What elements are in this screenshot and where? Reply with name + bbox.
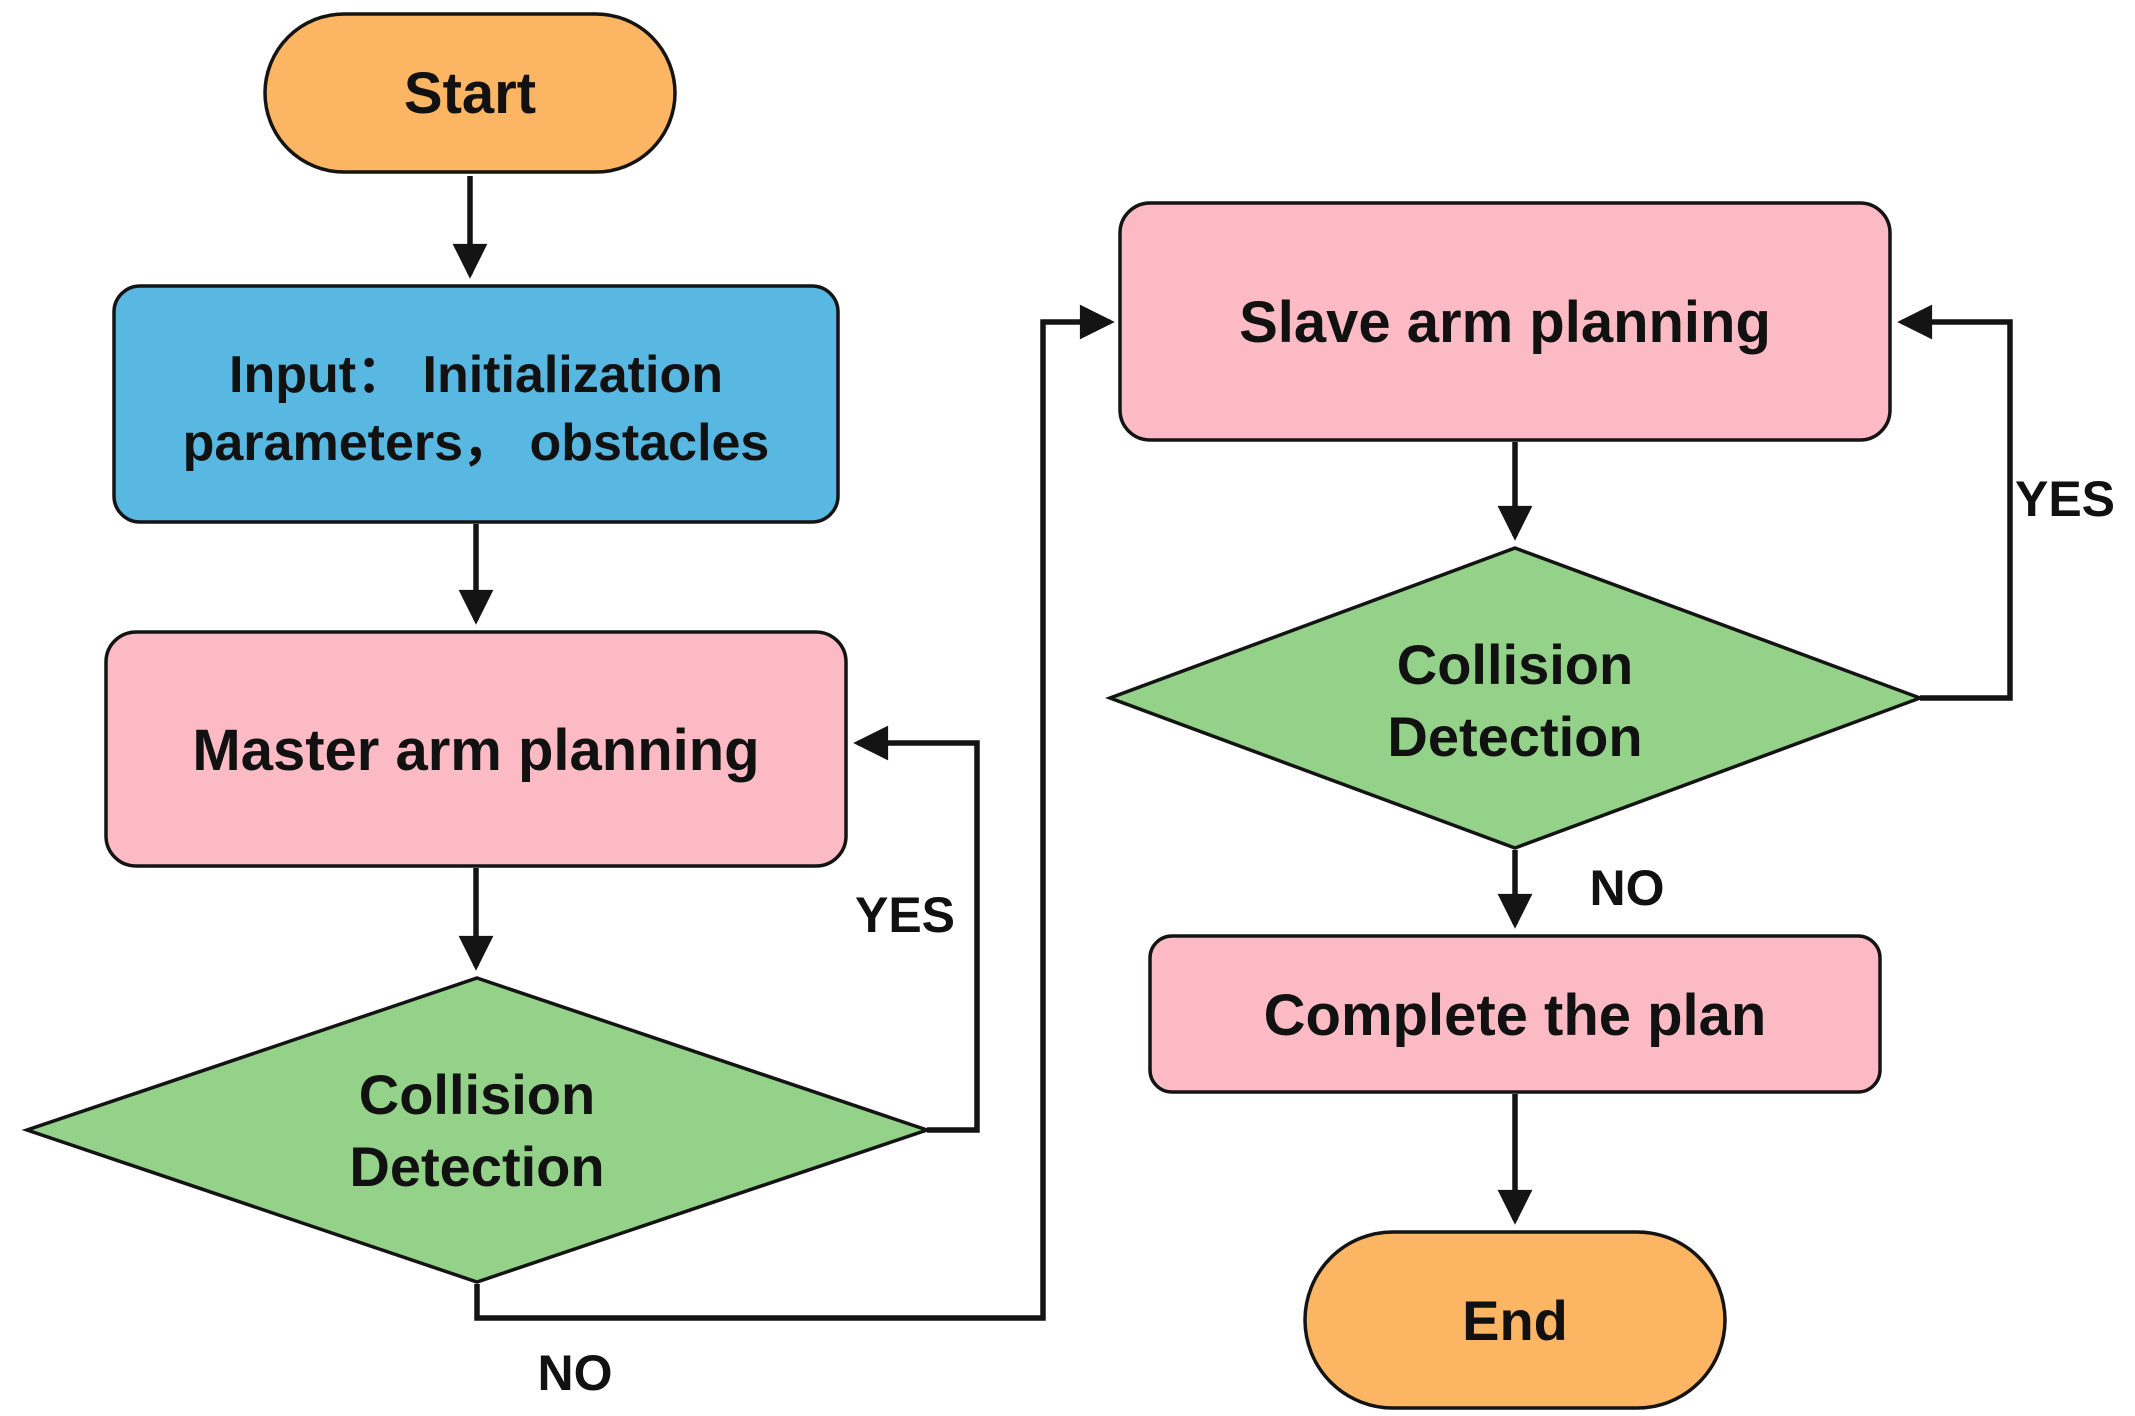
node-master-arm-planning: Master arm planning [104,630,848,868]
edge-collision-master-no-to-slave [474,304,1115,1321]
label-slave-no: NO [1590,860,1665,916]
edge-collision-master-yes-loop [853,725,980,1133]
input-label-line1: Input： Initialization [229,346,723,404]
master-shape [104,630,848,868]
slave-shape [1118,201,1892,442]
node-start: Start [263,12,677,174]
node-input: Input： Initialization parameters， obstac… [112,284,840,524]
complete-label: Complete the plan [1264,983,1767,1048]
label-master-no: NO [538,1345,613,1401]
collision-master-line1: Collision [359,1063,595,1126]
end-label: End [1462,1289,1568,1352]
collision-slave-shape [1104,546,1926,850]
node-end: End [1303,1230,1727,1410]
label-master-yes: YES [855,887,955,943]
slave-label: Slave arm planning [1239,290,1771,355]
end-shape [1303,1230,1727,1410]
complete-shape [1148,934,1882,1094]
label-slave-yes: YES [2015,471,2115,527]
input-shape [112,284,840,524]
node-complete-the-plan: Complete the plan [1148,934,1882,1094]
edges [452,176,2013,1321]
collision-slave-line2: Detection [1387,705,1642,768]
node-collision-detection-master: Collision Detection [21,976,933,1284]
start-shape [263,12,677,174]
collision-master-shape [21,976,933,1284]
node-slave-arm-planning: Slave arm planning [1118,201,1892,442]
collision-slave-line1: Collision [1397,633,1633,696]
collision-master-line2: Detection [349,1135,604,1198]
edge-collision-slave-yes-loop [1897,304,2013,701]
master-label: Master arm planning [192,718,759,783]
edge-labels: YES NO YES NO [538,471,2116,1401]
start-label: Start [404,61,536,126]
node-collision-detection-slave: Collision Detection [1104,546,1926,850]
input-label-line2: parameters， obstacles [183,414,770,472]
